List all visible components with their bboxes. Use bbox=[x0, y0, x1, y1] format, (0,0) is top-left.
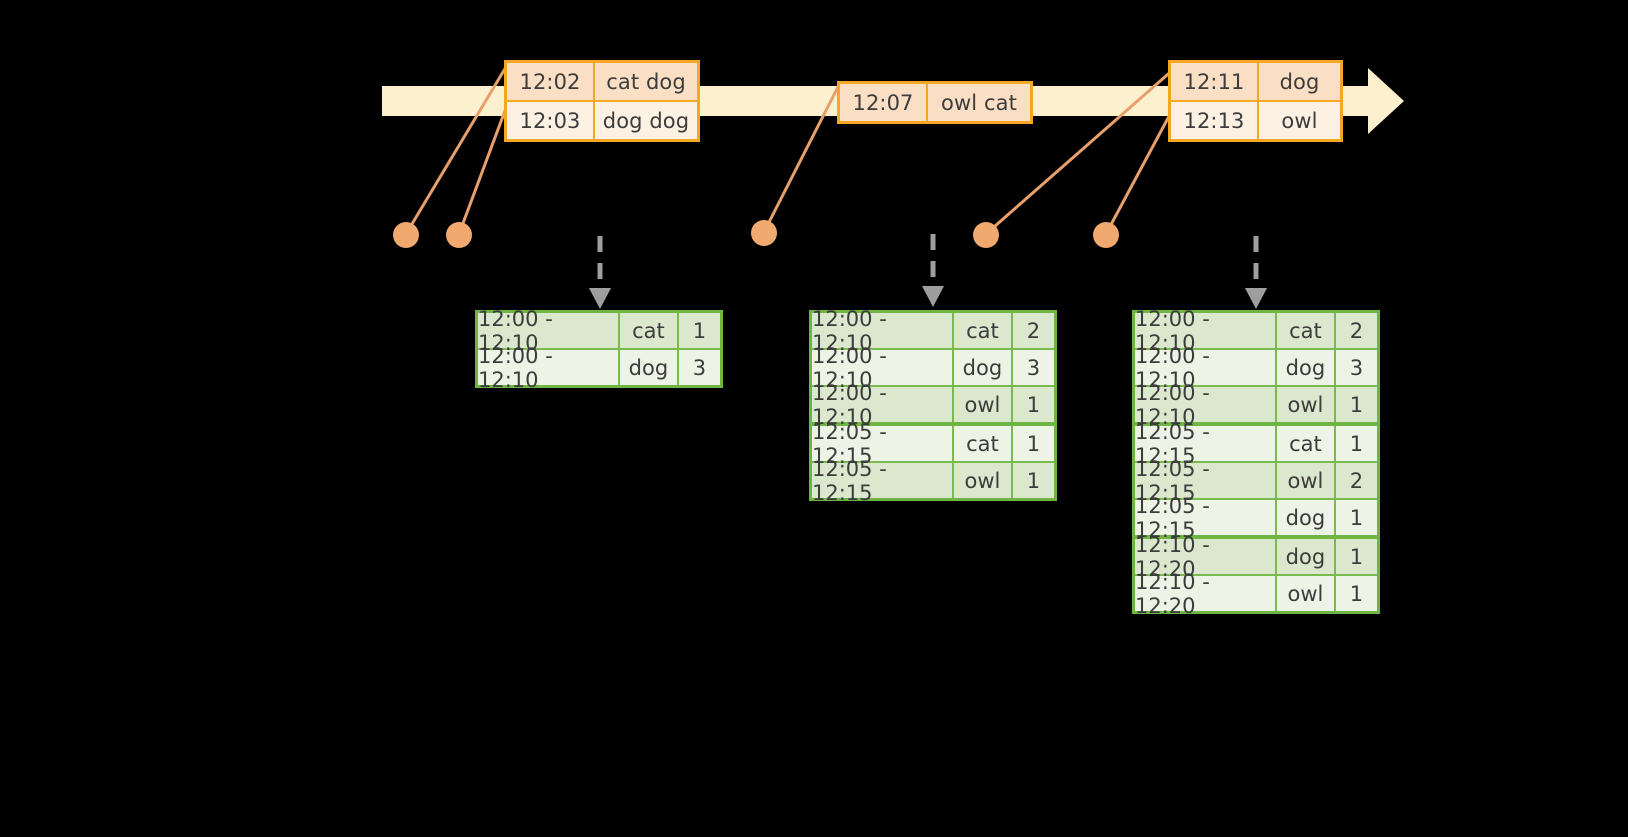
event-time: 12:03 bbox=[507, 102, 595, 139]
event-dots bbox=[393, 220, 1119, 248]
event-group-1[interactable]: 12:02 cat dog 12:03 dog dog bbox=[504, 60, 700, 142]
cell-window: 12:10 - 12:20 bbox=[1135, 533, 1277, 581]
cell-key: dog bbox=[1277, 350, 1336, 385]
table-row[interactable]: 12:00 - 12:10 dog 3 bbox=[478, 344, 720, 392]
event-row[interactable]: 12:11 dog bbox=[1171, 63, 1340, 102]
dot-12-03 bbox=[446, 222, 472, 248]
leader-line-5 bbox=[1104, 103, 1177, 236]
cell-count: 2 bbox=[1012, 313, 1054, 348]
table-row[interactable]: 12:05 - 12:15 dog 1 bbox=[1135, 494, 1377, 542]
cell-key: dog bbox=[954, 350, 1013, 385]
cell-key: cat bbox=[954, 313, 1013, 348]
table-row[interactable]: 12:00 - 12:10 owl 1 bbox=[812, 381, 1054, 429]
leader-line-2 bbox=[457, 98, 511, 236]
event-row[interactable]: 12:03 dog dog bbox=[507, 102, 697, 139]
result-table-1[interactable]: 12:00 - 12:10 cat 1 12:00 - 12:10 dog 3 bbox=[475, 307, 723, 392]
table-row[interactable]: 12:00 - 12:10 dog 3 bbox=[812, 344, 1054, 392]
leader-line-3 bbox=[762, 81, 842, 234]
cell-key: cat bbox=[1277, 426, 1336, 461]
cell-count: 2 bbox=[1335, 313, 1377, 348]
cell-count: 1 bbox=[1335, 387, 1377, 422]
dot-12-11 bbox=[973, 222, 999, 248]
cell-key: owl bbox=[954, 463, 1013, 498]
cell-window: 12:00 - 12:10 bbox=[1135, 344, 1277, 392]
event-words: owl cat bbox=[928, 84, 1030, 121]
cell-window: 12:05 - 12:15 bbox=[1135, 494, 1277, 542]
cell-key: cat bbox=[954, 426, 1013, 461]
cell-window: 12:00 - 12:10 bbox=[812, 381, 954, 429]
cell-count: 1 bbox=[1012, 463, 1054, 498]
result-table-2[interactable]: 12:00 - 12:10 cat 2 12:00 - 12:10 dog 3 … bbox=[809, 307, 1057, 505]
table-row[interactable]: 12:05 - 12:15 cat 1 bbox=[812, 420, 1054, 468]
cell-key: cat bbox=[1277, 313, 1336, 348]
event-words: dog dog bbox=[595, 102, 697, 139]
event-time: 12:02 bbox=[507, 63, 595, 100]
dot-12-13 bbox=[1093, 222, 1119, 248]
leader-line-1 bbox=[404, 60, 511, 236]
cell-key: owl bbox=[954, 387, 1013, 422]
cell-window: 12:00 - 12:10 bbox=[1135, 307, 1277, 355]
event-words: cat dog bbox=[595, 63, 697, 100]
cell-count: 1 bbox=[678, 313, 720, 348]
cell-count: 1 bbox=[1012, 426, 1054, 461]
cell-count: 1 bbox=[1012, 387, 1054, 422]
dashed-arrow-2 bbox=[922, 234, 944, 307]
cell-window: 12:00 - 12:10 bbox=[478, 344, 620, 392]
event-time: 12:11 bbox=[1171, 63, 1259, 100]
table-row[interactable]: 12:10 - 12:20 owl 1 bbox=[1135, 570, 1377, 618]
cell-window: 12:00 - 12:10 bbox=[478, 307, 620, 355]
cell-key: dog bbox=[1277, 500, 1336, 535]
dot-12-07 bbox=[751, 220, 777, 246]
table-row[interactable]: 12:00 - 12:10 cat 1 bbox=[478, 307, 720, 355]
cell-window: 12:05 - 12:15 bbox=[812, 420, 954, 468]
cell-key: cat bbox=[620, 313, 679, 348]
dot-12-02 bbox=[393, 222, 419, 248]
cell-window: 12:05 - 12:15 bbox=[812, 457, 954, 505]
cell-count: 1 bbox=[1335, 576, 1377, 611]
event-words: dog bbox=[1259, 63, 1340, 100]
dashed-arrows bbox=[589, 234, 1267, 309]
cell-count: 1 bbox=[1335, 539, 1377, 574]
cell-count: 3 bbox=[678, 350, 720, 385]
table-row[interactable]: 12:00 - 12:10 dog 3 bbox=[1135, 344, 1377, 392]
table-row[interactable]: 12:00 - 12:10 owl 1 bbox=[1135, 381, 1377, 429]
event-time: 12:13 bbox=[1171, 102, 1259, 139]
event-row[interactable]: 12:07 owl cat bbox=[840, 84, 1030, 121]
cell-count: 2 bbox=[1335, 463, 1377, 498]
event-group-2[interactable]: 12:07 owl cat bbox=[837, 81, 1033, 124]
cell-key: owl bbox=[1277, 463, 1336, 498]
cell-count: 3 bbox=[1335, 350, 1377, 385]
cell-count: 1 bbox=[1335, 500, 1377, 535]
event-time: 12:07 bbox=[840, 84, 928, 121]
event-row[interactable]: 12:13 owl bbox=[1171, 102, 1340, 139]
table-row[interactable]: 12:05 - 12:15 owl 1 bbox=[812, 457, 1054, 505]
cell-key: owl bbox=[1277, 387, 1336, 422]
table-row[interactable]: 12:00 - 12:10 cat 2 bbox=[1135, 307, 1377, 355]
dashed-arrow-1 bbox=[589, 236, 611, 309]
cell-count: 1 bbox=[1335, 426, 1377, 461]
dashed-arrow-3 bbox=[1245, 236, 1267, 309]
table-row[interactable]: 12:10 - 12:20 dog 1 bbox=[1135, 533, 1377, 581]
result-table-3[interactable]: 12:00 - 12:10 cat 2 12:00 - 12:10 dog 3 … bbox=[1132, 307, 1380, 618]
cell-window: 12:10 - 12:20 bbox=[1135, 570, 1277, 618]
cell-key: dog bbox=[620, 350, 679, 385]
event-row[interactable]: 12:02 cat dog bbox=[507, 63, 697, 102]
cell-window: 12:00 - 12:10 bbox=[1135, 381, 1277, 429]
cell-key: owl bbox=[1277, 576, 1336, 611]
cell-count: 3 bbox=[1012, 350, 1054, 385]
event-group-3[interactable]: 12:11 dog 12:13 owl bbox=[1168, 60, 1343, 142]
table-row[interactable]: 12:05 - 12:15 cat 1 bbox=[1135, 420, 1377, 468]
event-words: owl bbox=[1259, 102, 1340, 139]
cell-key: dog bbox=[1277, 539, 1336, 574]
